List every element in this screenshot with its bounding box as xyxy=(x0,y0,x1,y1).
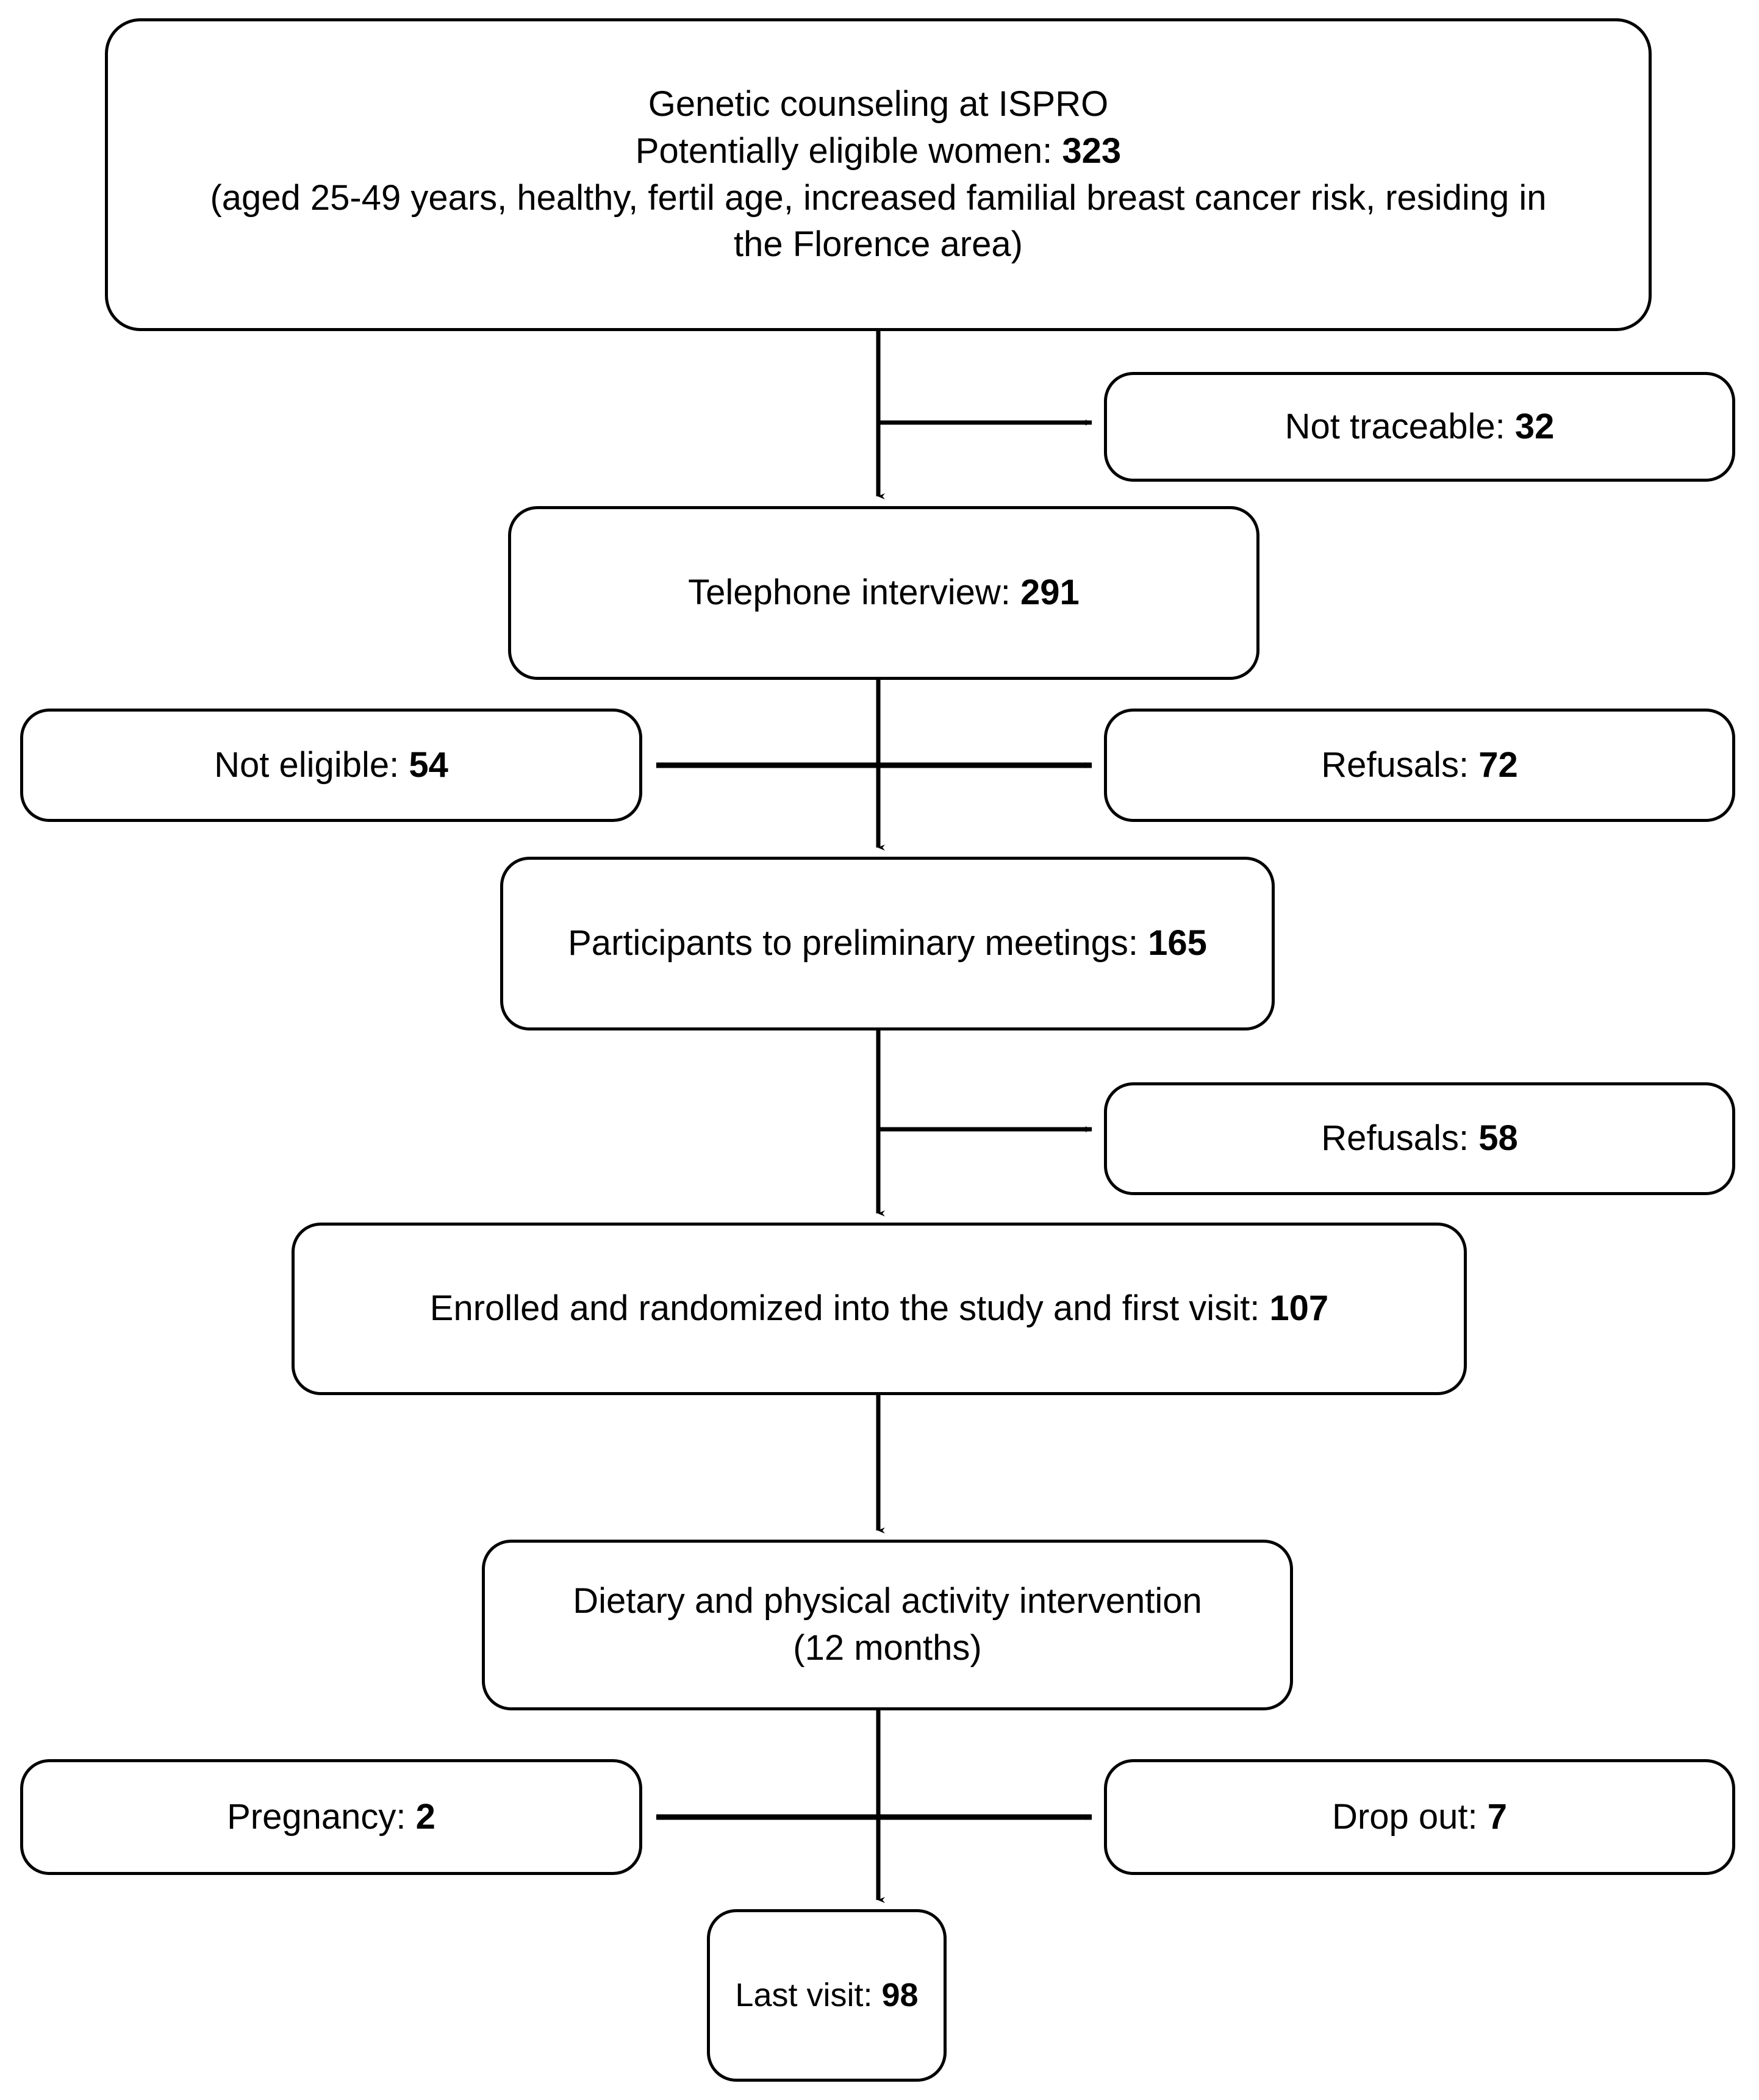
node-not-traceable-label: Not traceable: xyxy=(1284,406,1515,446)
node-telephone-interview-value: 291 xyxy=(1020,573,1080,613)
node-source-line2-label: Potentially eligible women: xyxy=(635,130,1062,171)
node-intervention-line1: Dietary and physical activity interventi… xyxy=(573,1581,1202,1621)
node-source-line3: (aged 25-49 years, healthy, fertil age, … xyxy=(210,177,1547,218)
node-drop-out-value: 7 xyxy=(1487,1796,1507,1837)
node-enrolled-randomized-value: 107 xyxy=(1269,1288,1329,1329)
node-source-line2-value: 323 xyxy=(1062,130,1122,171)
node-enrolled-randomized[interactable]: Enrolled and randomized into the study a… xyxy=(292,1223,1467,1395)
node-preliminary-meetings-value: 165 xyxy=(1148,923,1207,963)
node-last-visit[interactable]: Last visit: 98 xyxy=(707,1909,947,2082)
node-intervention-line2: (12 months) xyxy=(793,1628,982,1668)
node-preliminary-meetings-label: Participants to preliminary meetings: xyxy=(568,923,1148,963)
node-preliminary-meetings[interactable]: Participants to preliminary meetings: 16… xyxy=(500,857,1275,1030)
node-not-eligible-label: Not eligible: xyxy=(214,745,409,785)
node-genetic-counseling[interactable]: Genetic counseling at ISPRO Potentially … xyxy=(105,18,1652,331)
node-refusals-meetings-label: Refusals: xyxy=(1321,1118,1479,1159)
node-source-line4: the Florence area) xyxy=(734,224,1023,265)
node-not-traceable[interactable]: Not traceable: 32 xyxy=(1104,372,1735,482)
node-intervention[interactable]: Dietary and physical activity interventi… xyxy=(482,1540,1293,1710)
node-refusals-phone-label: Refusals: xyxy=(1321,745,1479,785)
node-drop-out-label: Drop out: xyxy=(1332,1796,1488,1837)
node-enrolled-randomized-label: Enrolled and randomized into the study a… xyxy=(429,1288,1270,1329)
node-source-line2: Potentially eligible women: 323 xyxy=(210,128,1546,175)
node-pregnancy-label: Pregnancy: xyxy=(227,1796,416,1837)
node-pregnancy[interactable]: Pregnancy: 2 xyxy=(20,1759,642,1875)
node-refusals-phone-value: 72 xyxy=(1478,745,1518,785)
node-not-traceable-value: 32 xyxy=(1514,406,1555,446)
node-source-line1: Genetic counseling at ISPRO xyxy=(648,84,1109,124)
node-refusals-meetings-value: 58 xyxy=(1478,1118,1518,1159)
node-refusals-meetings[interactable]: Refusals: 58 xyxy=(1104,1082,1735,1195)
node-telephone-interview-label: Telephone interview: xyxy=(688,573,1021,613)
node-refusals-phone[interactable]: Refusals: 72 xyxy=(1104,709,1735,822)
node-last-visit-label: Last visit: xyxy=(735,1976,882,2013)
node-not-eligible-value: 54 xyxy=(409,745,448,785)
node-telephone-interview[interactable]: Telephone interview: 291 xyxy=(508,506,1259,680)
node-not-eligible[interactable]: Not eligible: 54 xyxy=(20,709,642,822)
node-pregnancy-value: 2 xyxy=(415,1796,435,1837)
node-last-visit-value: 98 xyxy=(881,1976,919,2013)
node-drop-out[interactable]: Drop out: 7 xyxy=(1104,1759,1735,1875)
